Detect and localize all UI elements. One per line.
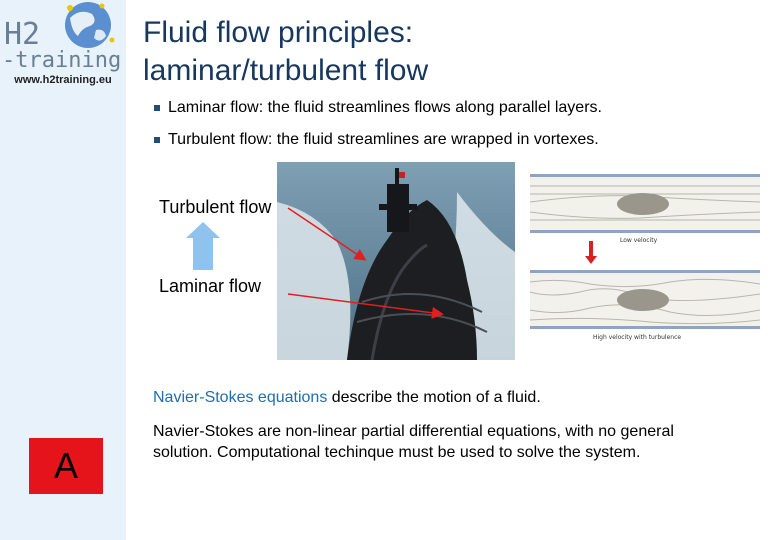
logo-url: www.h2training.eu (14, 74, 112, 86)
turbulent-flow-label: Turbulent flow (159, 197, 272, 218)
navier-stokes-line: Navier-Stokes equations describe the mot… (153, 388, 541, 408)
slide-title: Fluid flow principles: laminar/turbulent… (143, 14, 743, 90)
logo-training-text: -training (2, 48, 121, 73)
up-arrow-icon (186, 222, 220, 270)
bullet-laminar: Laminar flow: the fluid streamlines flow… (154, 98, 602, 118)
bullet-square-icon (154, 137, 160, 143)
logo-h2-text: H2 (4, 17, 40, 52)
bullet-turbulent: Turbulent flow: the fluid streamlines ar… (154, 130, 602, 150)
bullet-text: Turbulent flow: the fluid streamlines ar… (168, 131, 599, 148)
laminar-flow-label: Laminar flow (159, 276, 262, 297)
navier-stokes-rest: describe the motion of a fluid. (327, 389, 541, 406)
letter-badge: A (29, 438, 103, 494)
navier-stokes-link[interactable]: Navier-Stokes equations (153, 389, 328, 406)
bullet-list: Laminar flow: the fluid streamlines flow… (154, 98, 602, 162)
bullet-text: Laminar flow: the fluid streamlines flow… (168, 99, 602, 116)
diagram-caption-top: Low velocity (620, 237, 658, 244)
title-line-2: laminar/turbulent flow (143, 54, 429, 87)
bullet-square-icon (154, 105, 160, 111)
flow-diagram: Low velocity High velocity with turbulen… (530, 174, 760, 341)
title-line-1: Fluid flow principles: (143, 16, 414, 49)
diagram-caption-bottom: High velocity with turbulence (593, 334, 681, 341)
h2-training-logo: H2 -training (2, 2, 121, 73)
navier-stokes-paragraph: Navier-Stokes are non-linear partial dif… (153, 423, 674, 461)
submarine-photo (277, 162, 515, 360)
